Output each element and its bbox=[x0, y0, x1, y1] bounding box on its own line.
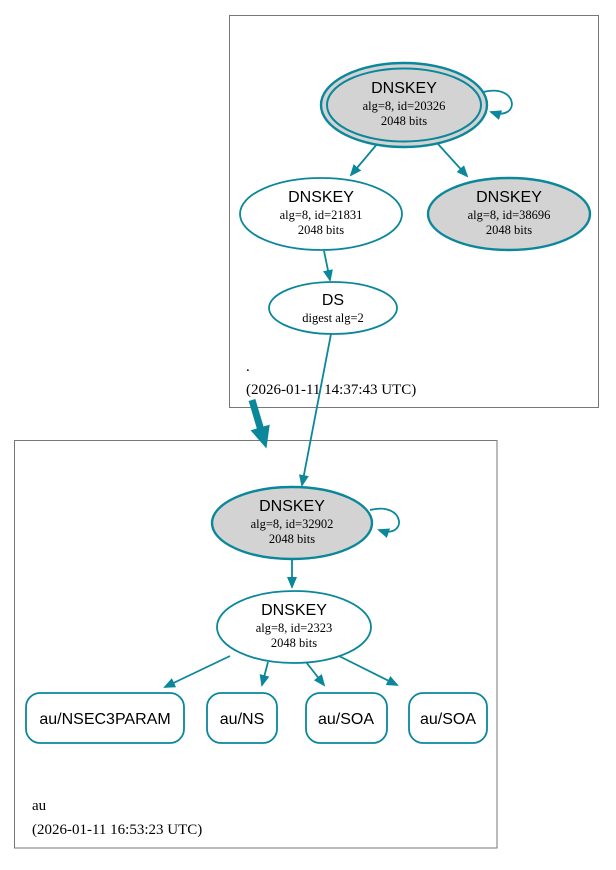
edge-au-zsk-to-soa-1 bbox=[305, 661, 326, 687]
node-dnskey-au-32902: DNSKEY alg=8, id=32902 2048 bits bbox=[210, 485, 374, 561]
rrset-label: au/NSEC3PARAM bbox=[39, 711, 170, 728]
edge-root-zsk-to-ds bbox=[323, 250, 333, 282]
zone-label-root: . bbox=[246, 359, 250, 375]
rrset-label: au/SOA bbox=[420, 711, 476, 728]
node-ds-root: DS digest alg=2 bbox=[268, 281, 398, 335]
dnskey-ellipse-inner bbox=[326, 67, 482, 143]
rrset-box[interactable] bbox=[408, 692, 488, 744]
node-detail: 2048 bits bbox=[269, 532, 315, 546]
node-rrset-au-ns: au/NS bbox=[206, 692, 278, 744]
node-dnskey-root-20326: DNSKEY alg=8, id=20326 2048 bits bbox=[319, 61, 489, 149]
node-detail: 2048 bits bbox=[271, 636, 317, 650]
dnskey-ellipse[interactable] bbox=[319, 61, 489, 149]
zone-timestamp-au: (2026-01-11 16:53:23 UTC) bbox=[32, 822, 202, 838]
node-title: DNSKEY bbox=[261, 602, 327, 619]
dnskey-ellipse[interactable] bbox=[216, 590, 372, 664]
node-title: DS bbox=[322, 292, 344, 309]
edge-ds-to-au-ksk bbox=[298, 333, 332, 487]
node-detail: 2048 bits bbox=[381, 114, 427, 128]
zone-label-au: au bbox=[32, 798, 47, 814]
node-detail: 2048 bits bbox=[298, 223, 344, 237]
dnskey-ellipse[interactable] bbox=[426, 176, 592, 252]
edge-root-ksk-to-zsk bbox=[349, 142, 379, 177]
rrset-box[interactable] bbox=[206, 692, 278, 744]
edge-delegation-root-to-au bbox=[248, 399, 270, 449]
node-detail: digest alg=2 bbox=[302, 311, 364, 325]
edge-root-ksk-to-dnskey-38696 bbox=[437, 143, 469, 178]
node-detail: alg=8, id=2323 bbox=[256, 621, 333, 635]
rrset-label: au/SOA bbox=[318, 711, 374, 728]
zone-timestamp-root: (2026-01-11 14:37:43 UTC) bbox=[246, 382, 416, 398]
node-detail: 2048 bits bbox=[486, 223, 532, 237]
node-rrset-au-nsec3param: au/NSEC3PARAM bbox=[25, 692, 185, 744]
node-dnskey-root-38696: DNSKEY alg=8, id=38696 2048 bits bbox=[426, 176, 592, 252]
node-detail: alg=8, id=32902 bbox=[251, 517, 334, 531]
dnskey-ellipse[interactable] bbox=[239, 177, 403, 251]
node-title: DNSKEY bbox=[371, 80, 437, 97]
node-detail: alg=8, id=20326 bbox=[363, 99, 446, 113]
rrset-box[interactable] bbox=[25, 692, 185, 744]
edge-au-zsk-to-nsec3param bbox=[163, 655, 231, 688]
edge-root-ksk-self-sign bbox=[482, 89, 513, 120]
rrset-box[interactable] bbox=[305, 692, 388, 744]
edge-au-ksk-self-sign bbox=[369, 507, 400, 538]
node-title: DNSKEY bbox=[288, 189, 354, 206]
node-rrset-au-soa-1: au/SOA bbox=[305, 692, 388, 744]
node-detail: alg=8, id=21831 bbox=[280, 208, 363, 222]
ds-ellipse[interactable] bbox=[268, 281, 398, 335]
edge-au-zsk-to-ns bbox=[259, 661, 270, 687]
rrset-label: au/NS bbox=[220, 711, 264, 728]
node-title: DNSKEY bbox=[259, 498, 325, 515]
node-dnskey-root-21831: DNSKEY alg=8, id=21831 2048 bits bbox=[239, 177, 403, 251]
node-title: DNSKEY bbox=[476, 189, 542, 206]
edge-au-zsk-to-soa-2 bbox=[338, 655, 399, 686]
node-rrset-au-soa-2: au/SOA bbox=[408, 692, 488, 744]
node-dnskey-au-2323: DNSKEY alg=8, id=2323 2048 bits bbox=[216, 590, 372, 664]
node-detail: alg=8, id=38696 bbox=[468, 208, 551, 222]
dnskey-ellipse[interactable] bbox=[210, 485, 374, 561]
